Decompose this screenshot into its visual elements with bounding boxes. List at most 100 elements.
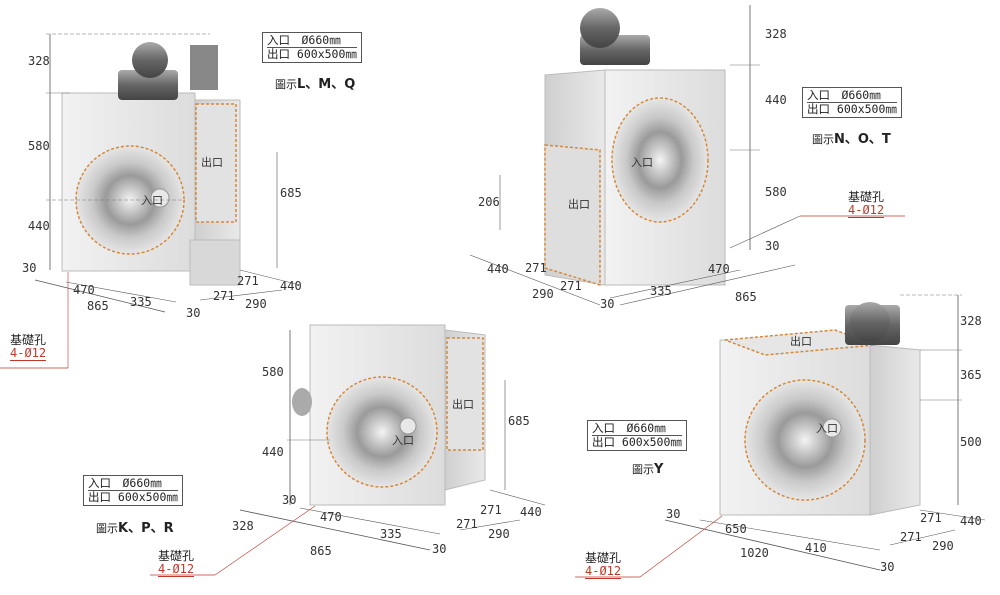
dim-y-d-a: 271 bbox=[920, 511, 942, 525]
fan-y-inlet bbox=[744, 379, 866, 501]
dim-kpr-w-b: 335 bbox=[380, 527, 402, 541]
fan-y-depth-dim-2 bbox=[919, 509, 986, 521]
dim-kpr-h-side: 328 bbox=[232, 519, 254, 533]
spec-box-lmq: 入口 Ø660㎜ 出口 600x500㎜ bbox=[262, 32, 362, 63]
dim-lmq-off-a: 30 bbox=[22, 261, 37, 275]
dim-kpr-d-a: 271 bbox=[480, 503, 502, 517]
fan-lmq-width-dim bbox=[34, 279, 166, 313]
dim-kpr-d-c: 290 bbox=[488, 527, 510, 541]
dim-not-w-a: 470 bbox=[708, 262, 730, 276]
inlet-label-y: 入口 bbox=[816, 422, 838, 435]
fan-y-width-dim bbox=[664, 519, 881, 571]
figure-prefix: 圖示 bbox=[812, 133, 834, 146]
fan-not-motor-body bbox=[580, 8, 620, 48]
figure-prefix: 圖示 bbox=[96, 522, 118, 535]
figure-models: Y bbox=[654, 462, 664, 477]
dim-not-d-d: 440 bbox=[487, 262, 509, 276]
dim-lmq-h-mid: 580 bbox=[28, 139, 50, 153]
fan-kpr bbox=[150, 324, 546, 576]
fan-not-inlet bbox=[611, 97, 709, 223]
dim-y-d-d: 440 bbox=[960, 514, 982, 528]
fan-lmq-base-leg bbox=[189, 239, 241, 286]
fan-not-width-dim-2 bbox=[619, 264, 796, 306]
dim-lmq-h-motor: 328 bbox=[28, 54, 50, 68]
fan-not-depth-dim bbox=[469, 254, 601, 306]
base-hole-spec: 4-Ø12 bbox=[158, 562, 195, 577]
fan-y-width-dim-2 bbox=[699, 519, 881, 551]
dim-lmq-d-a: 271 bbox=[237, 274, 259, 288]
base-hole-spec: 4-Ø12 bbox=[10, 346, 47, 361]
dim-kpr-h-mid: 580 bbox=[262, 365, 284, 379]
dim-lmq-w-total: 865 bbox=[87, 299, 109, 313]
dim-lmq-h-low: 440 bbox=[28, 219, 50, 233]
dim-y-off-b: 30 bbox=[880, 560, 895, 574]
dim-y-w-a: 650 bbox=[725, 522, 747, 536]
inlet-label-lmq: 入口 bbox=[141, 194, 163, 207]
figure-models: N、O、T bbox=[834, 132, 891, 147]
fan-y-side-panel bbox=[869, 344, 921, 516]
spec-inlet: 入口 Ø660㎜ bbox=[267, 33, 341, 47]
spec-box-y: 入口 Ø660㎜ 出口 600x500㎜ bbox=[587, 420, 687, 451]
dim-y-off-a: 30 bbox=[666, 507, 681, 521]
dim-lmq-h-outlet: 685 bbox=[280, 186, 302, 200]
outlet-label-kpr: 出口 bbox=[452, 398, 474, 411]
spec-box-not: 入口 Ø660㎜ 出口 600x500㎜ bbox=[802, 87, 902, 118]
figure-models: K、P、R bbox=[118, 521, 174, 536]
fan-y-motor-body bbox=[850, 302, 890, 342]
fan-not-base-leader bbox=[729, 215, 801, 249]
fan-kpr-base-leader bbox=[214, 505, 316, 576]
dim-kpr-w-a: 470 bbox=[320, 510, 342, 524]
inlet-label-kpr: 入口 bbox=[392, 434, 414, 447]
dim-kpr-off-b: 30 bbox=[432, 542, 447, 556]
base-hole-label: 基礎孔 bbox=[158, 549, 195, 563]
dim-not-off-b: 30 bbox=[600, 297, 615, 311]
spec-outlet: 出口 600x500㎜ bbox=[592, 435, 682, 449]
dim-not-d-b: 271 bbox=[560, 279, 582, 293]
dim-lmq-d-d: 440 bbox=[280, 279, 302, 293]
fan-kpr-inlet bbox=[326, 376, 438, 488]
base-hole-label: 基礎孔 bbox=[848, 190, 885, 204]
spec-inlet: 入口 Ø660㎜ bbox=[592, 421, 666, 435]
figure-models: L、M、Q bbox=[297, 77, 356, 92]
base-hole-y: 基礎孔 4-Ø12 bbox=[585, 551, 622, 579]
dim-y-w-b: 410 bbox=[805, 541, 827, 555]
outlet-label-lmq: 出口 bbox=[201, 156, 223, 169]
base-hole-lmq: 基礎孔 4-Ø12 bbox=[10, 334, 47, 361]
fan-kpr-depth-dim bbox=[459, 519, 521, 531]
dim-kpr-h-low: 440 bbox=[262, 445, 284, 459]
dim-lmq-w-a: 470 bbox=[73, 283, 95, 297]
base-hole-spec: 4-Ø12 bbox=[585, 564, 622, 579]
fan-not bbox=[469, 5, 905, 306]
fan-kpr-outlet bbox=[446, 337, 484, 451]
fan-kpr-motor bbox=[292, 388, 312, 416]
dim-lmq-w-b: 335 bbox=[130, 295, 152, 309]
fan-lmq-width-dim-2 bbox=[65, 281, 177, 303]
dim-not-d-a: 271 bbox=[525, 261, 547, 275]
fan-lmq-hub bbox=[150, 188, 170, 208]
fan-not-outlet bbox=[544, 144, 601, 287]
spec-outlet: 出口 600x500㎜ bbox=[88, 490, 178, 504]
dim-kpr-d-b: 271 bbox=[456, 517, 478, 531]
figure-caption-y: 圖示Y bbox=[632, 461, 663, 477]
fan-y-base-leader bbox=[639, 515, 723, 578]
base-hole-label: 基礎孔 bbox=[585, 551, 622, 565]
fan-kpr-hub bbox=[399, 417, 417, 435]
dim-kpr-w-total: 865 bbox=[310, 544, 332, 558]
fan-lmq-motor bbox=[118, 70, 178, 100]
dim-not-h-low: 580 bbox=[765, 185, 787, 199]
dim-not-h-mid: 440 bbox=[765, 93, 787, 107]
dim-not-d-c: 290 bbox=[532, 287, 554, 301]
base-hole-not: 基礎孔 4-Ø12 bbox=[848, 190, 885, 218]
fan-y-depth-dim bbox=[889, 529, 956, 546]
dim-y-d-c: 290 bbox=[932, 539, 954, 553]
dim-not-h-motor: 328 bbox=[765, 27, 787, 41]
dim-kpr-h-outlet: 685 bbox=[508, 414, 530, 428]
dim-y-d-b: 271 bbox=[900, 530, 922, 544]
dim-not-w-total: 865 bbox=[735, 290, 757, 304]
dim-y-h-mid: 365 bbox=[960, 368, 982, 382]
fan-y-hub bbox=[822, 418, 842, 438]
dim-not-w-b: 335 bbox=[650, 284, 672, 298]
fan-y-outlet bbox=[724, 329, 876, 356]
fan-y bbox=[575, 294, 986, 578]
dim-lmq-d-c: 290 bbox=[245, 297, 267, 311]
